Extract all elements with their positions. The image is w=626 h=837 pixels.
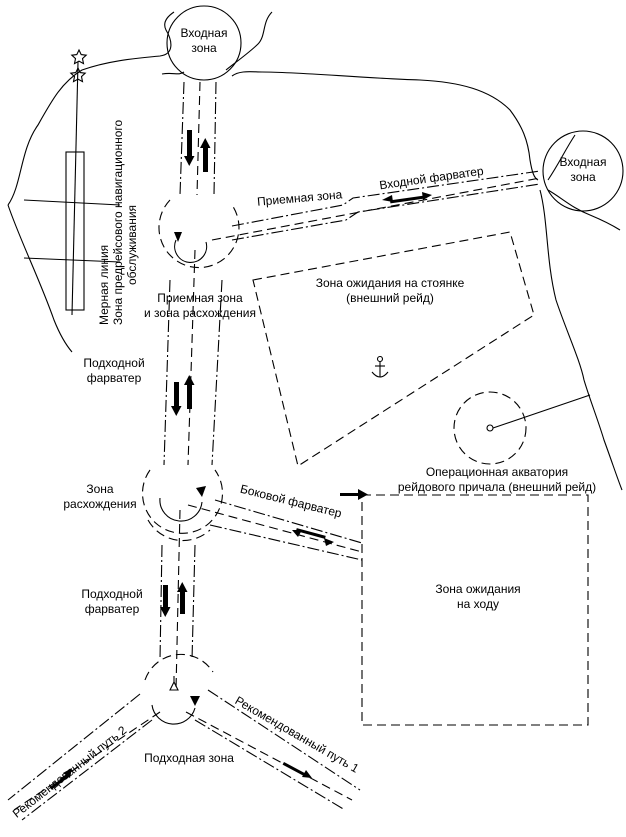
entry-zone-top-label-2: зона — [191, 41, 217, 55]
operational-area-label-1: Операционная акватория — [426, 465, 568, 479]
measured-line-label-3: обслуживания — [125, 205, 139, 285]
approach-fairway-1 — [163, 249, 223, 466]
approach-fairway-2-label-2: фарватер — [85, 602, 140, 616]
coastline — [7, 11, 623, 491]
reception-divergence-label-2: и зона расхождения — [144, 306, 256, 320]
measured-line-label-2: Зона предрейсового навигационного — [111, 120, 125, 325]
waiting-underway-zone — [361, 494, 589, 726]
operational-area — [453, 391, 591, 465]
divergence-zone — [141, 469, 224, 542]
recommended-route-1-label: Рекомендованный путь 1 — [233, 693, 362, 776]
entry-zone-top-label-1: Входная — [181, 26, 228, 40]
star-icon — [69, 66, 87, 83]
anchorage-zone-label-2: (внешний рейд) — [346, 291, 434, 305]
entry-zone-right-label-2: зона — [570, 170, 596, 184]
channel-top — [179, 81, 217, 196]
buoy-icon — [486, 424, 494, 432]
approach-zone-label: Подходная зона — [144, 751, 234, 765]
reception-zone-label: Приемная зона — [257, 187, 344, 208]
approach-fairway-1-label-2: фарватер — [87, 371, 142, 385]
entry-zone-right — [542, 130, 624, 212]
anchor-icon — [371, 355, 389, 378]
entry-fairway — [211, 170, 541, 241]
divergence-zone-label-2: расхождения — [63, 497, 136, 511]
recommended-route-2 — [7, 693, 161, 821]
side-fairway-label: Боковой фарватер — [239, 482, 344, 521]
approach-fairway-2-label-1: Подходной — [81, 587, 142, 601]
star-icon — [70, 48, 88, 65]
entry-zone-top — [166, 5, 242, 81]
operational-area-label-2: рейдового причала (внешний рейд) — [398, 480, 596, 494]
entry-fairway-label: Входной фарватер — [378, 164, 484, 193]
side-fairway — [187, 489, 368, 561]
waiting-underway-label-1: Зона ожидания — [435, 582, 520, 596]
measured-line-label: Мерная линия Зона предрейсового навигаци… — [97, 120, 139, 325]
buoy-icon — [169, 676, 179, 691]
measured-line-label-1: Мерная линия — [97, 245, 111, 325]
approach-fairway-1-label-1: Подходной — [83, 356, 144, 370]
approach-fairway-2 — [159, 509, 196, 691]
reception-divergence-zone — [158, 199, 240, 269]
approach-zone — [144, 653, 214, 725]
divergence-zone-label-1: Зона — [86, 482, 114, 496]
entry-zone-right-label-1: Входная — [560, 155, 607, 169]
recommended-route-2-label: Рекомендованный путь 2 — [10, 723, 130, 821]
anchorage-zone — [252, 231, 535, 467]
waiting-underway-label-2: на ходу — [457, 597, 499, 611]
anchorage-zone-label-1: Зона ожидания на стоянке — [316, 276, 465, 290]
reception-divergence-label-1: Приемная зона — [157, 291, 243, 305]
measured-line — [23, 48, 121, 316]
recommended-route-1 — [185, 689, 361, 811]
